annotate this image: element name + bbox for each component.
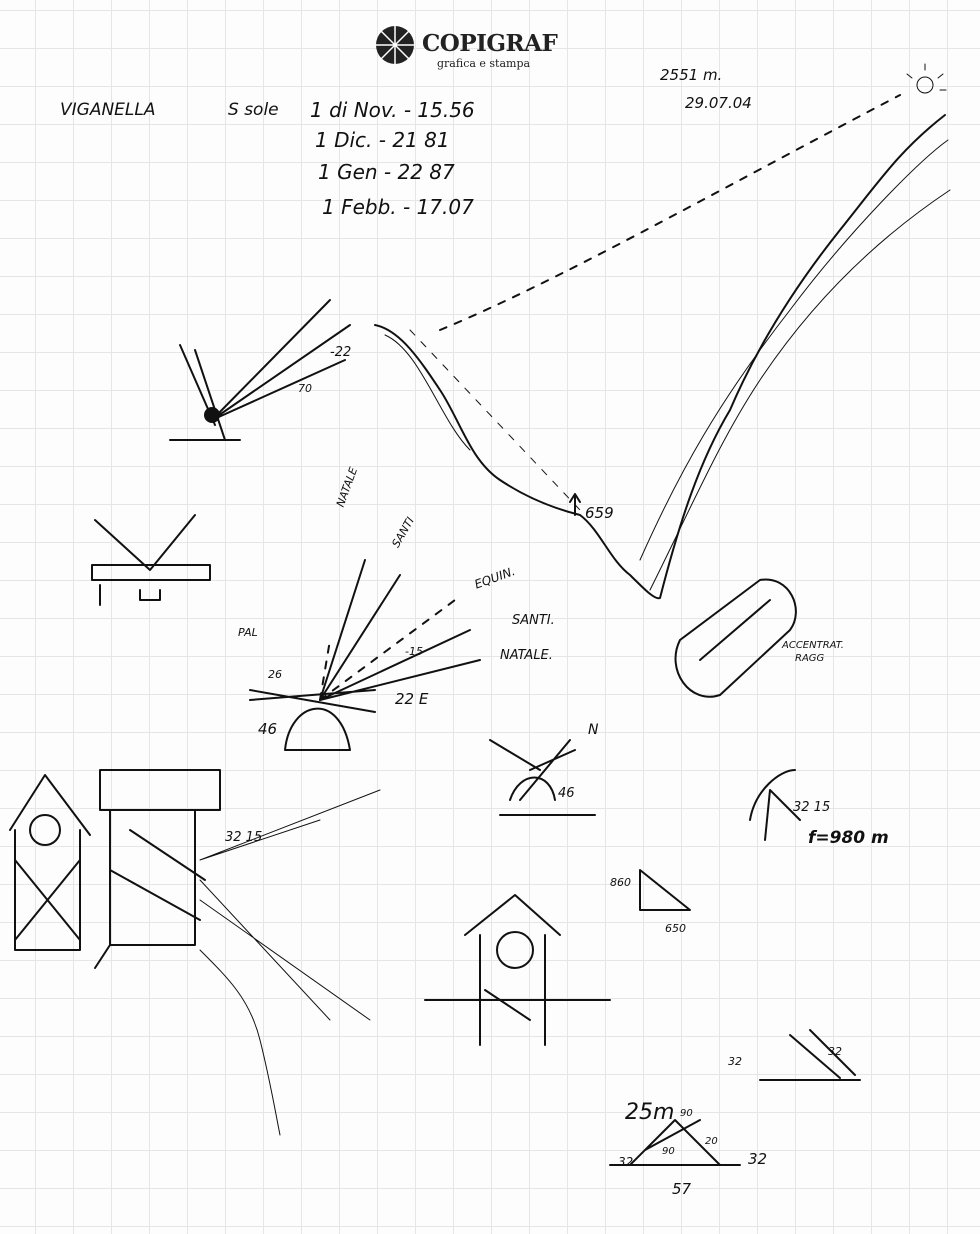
label: 32 15	[793, 800, 831, 815]
label: 25m	[625, 1100, 675, 1125]
label: f=980 m	[808, 828, 889, 848]
label: 46	[558, 786, 575, 801]
label: -15	[405, 645, 423, 658]
label: PAL	[238, 626, 258, 639]
row-value: - 21 81	[378, 128, 450, 152]
label: 70	[298, 382, 312, 395]
mountain-profile	[374, 114, 946, 600]
row-date: 1 Febb.	[322, 195, 397, 219]
label: N	[588, 722, 599, 738]
row-date: 1 di Nov.	[310, 98, 398, 122]
logo-mark	[376, 26, 414, 64]
label: 32	[728, 1055, 742, 1068]
altitude-label: 2551 m.	[660, 66, 723, 84]
label: 650	[665, 922, 686, 935]
label: 46	[258, 720, 278, 738]
label: 90	[680, 1108, 693, 1119]
date-label: 29.07.04	[685, 94, 752, 112]
reflector-cylinder	[674, 578, 797, 698]
sun-ray-dashed	[439, 94, 901, 331]
date-row: 1 Dic. - 21 81	[315, 128, 450, 152]
label: 32	[828, 1045, 842, 1058]
row-value: - 15.56	[403, 98, 475, 122]
label: 32	[618, 1155, 634, 1169]
label: 57	[672, 1180, 692, 1198]
row-value: - 17.07	[403, 195, 474, 219]
date-row: 1 Febb. - 17.07	[322, 195, 474, 219]
bell-tower-center	[94, 769, 221, 969]
label: 860	[610, 876, 631, 889]
label: -22	[330, 345, 352, 360]
label: 32 15	[225, 830, 263, 845]
row-date: 1 Gen	[318, 160, 378, 184]
subject-label: S sole	[228, 100, 279, 120]
label: 32	[748, 1150, 768, 1168]
sun-icon-top	[906, 63, 947, 94]
place-label: VIGANELLA	[60, 100, 156, 120]
label: ACCENTRAT.	[782, 640, 844, 651]
logo-tagline: grafica e stampa	[437, 57, 531, 70]
date-row: 1 di Nov. - 15.56	[310, 98, 475, 122]
label: SANTI.	[512, 613, 555, 628]
label: 22 E	[395, 690, 429, 708]
label: 20	[705, 1136, 718, 1147]
logo-name: COPIGRAF	[422, 30, 558, 57]
label: 90	[662, 1146, 675, 1157]
label: RAGG	[795, 653, 825, 664]
date-row: 1 Gen - 22 87	[318, 160, 455, 184]
row-date: 1 Dic.	[315, 128, 373, 152]
label: 26	[268, 668, 282, 681]
row-value: - 22 87	[383, 160, 455, 184]
bell-tower-right	[424, 894, 611, 1046]
label: 659	[585, 504, 614, 522]
label: NATALE.	[500, 648, 553, 663]
bell-tower-left	[9, 774, 91, 951]
